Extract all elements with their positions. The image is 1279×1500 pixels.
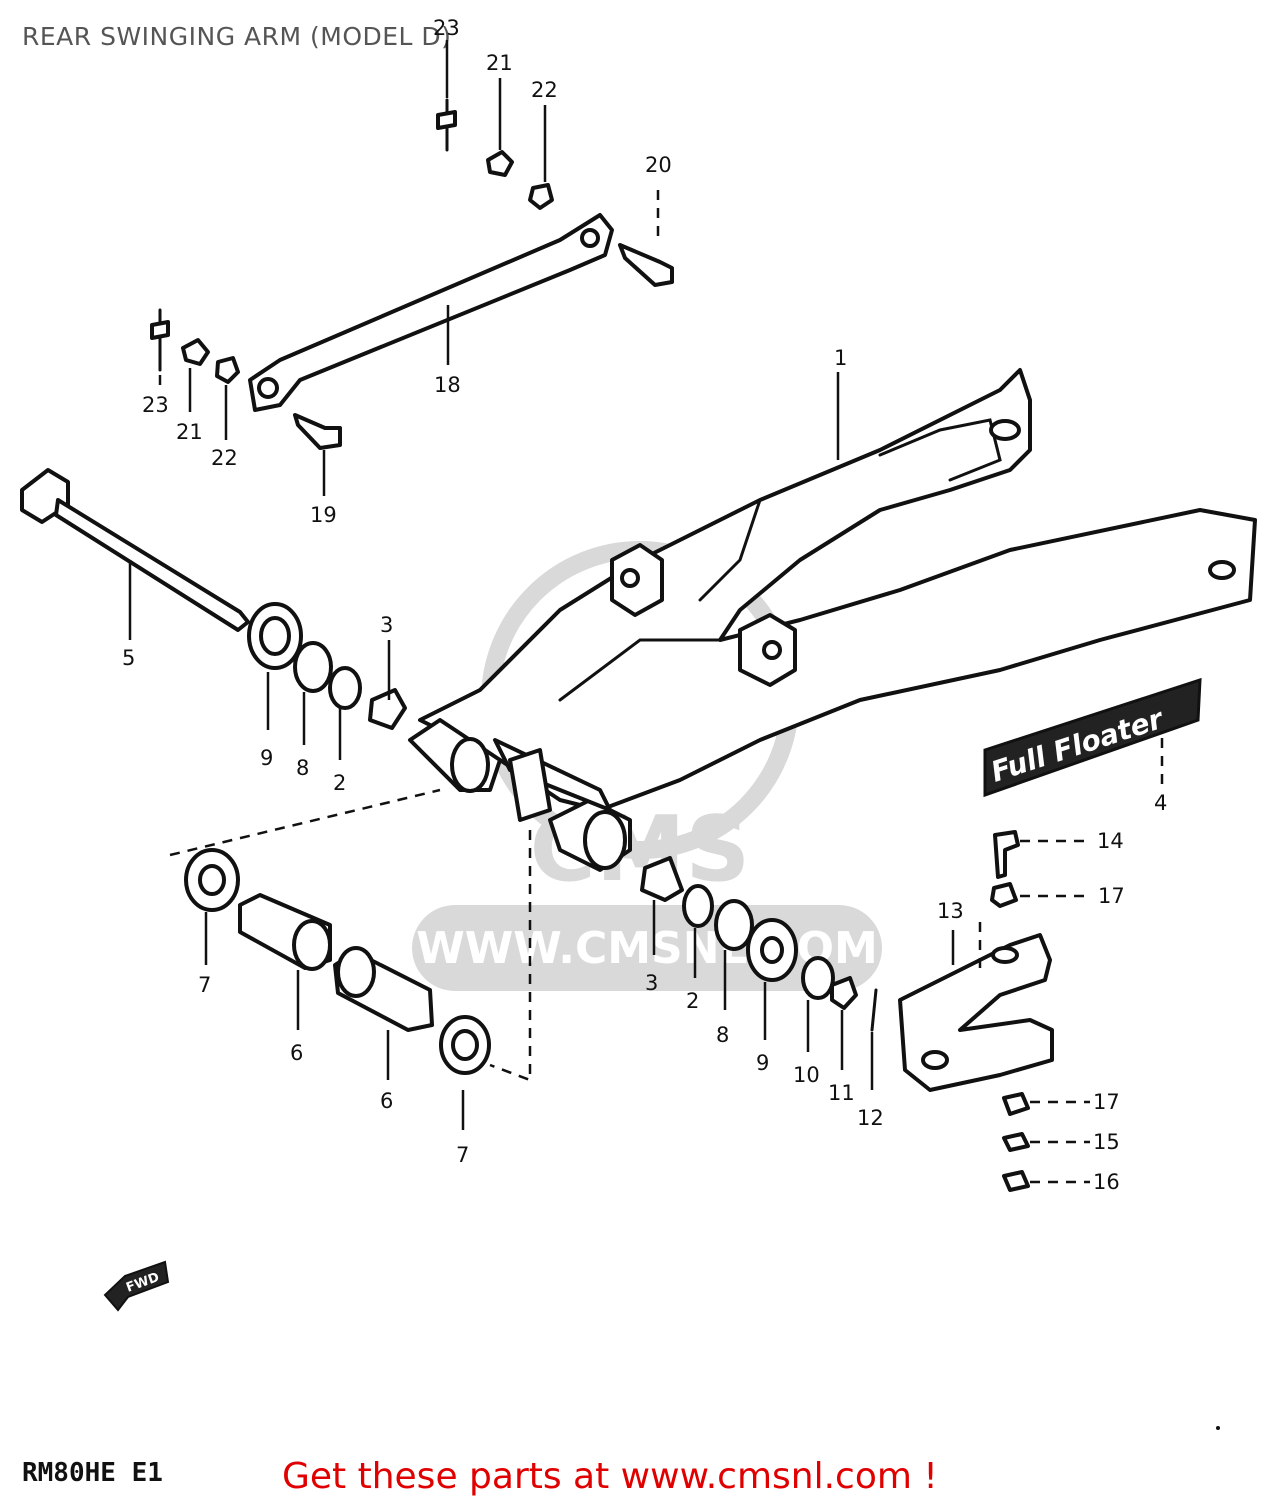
callout-8: 8	[296, 756, 309, 780]
callout-14: 14	[1097, 829, 1124, 853]
callout-21: 21	[486, 51, 513, 75]
callout-10: 10	[793, 1063, 820, 1087]
leader-lines	[128, 40, 955, 1130]
callout-23: 23	[433, 16, 460, 40]
chain-guide	[898, 933, 1054, 1092]
callout-3: 3	[645, 971, 658, 995]
callout-2: 2	[333, 771, 346, 795]
callout-7: 7	[198, 973, 211, 997]
callout-4: 4	[1154, 791, 1167, 815]
callout-7: 7	[456, 1143, 469, 1167]
callout-11: 11	[828, 1081, 855, 1105]
pivot-shaft	[20, 468, 250, 632]
callout-21: 21	[176, 420, 203, 444]
callout-20: 20	[645, 153, 672, 177]
nuts-washers	[181, 150, 1030, 1192]
callout-9: 9	[260, 746, 273, 770]
callout-1: 1	[834, 346, 847, 370]
callout-3: 3	[380, 613, 393, 637]
callout-17: 17	[1098, 884, 1125, 908]
callout-12: 12	[857, 1106, 884, 1130]
callout-6: 6	[380, 1089, 393, 1113]
callout-18: 18	[434, 373, 461, 397]
diagram-title: REAR SWINGING ARM (MODEL D)	[22, 22, 452, 51]
diagram-code: RM80HE E1	[22, 1458, 163, 1488]
buy-parts-link[interactable]: Get these parts at www.cmsnl.com !	[282, 1456, 938, 1497]
full-floater-decal: Full Floater	[983, 677, 1202, 798]
pivot-components	[184, 602, 878, 1075]
callout-13: 13	[937, 899, 964, 923]
callout-22: 22	[531, 78, 558, 102]
torque-rod	[248, 213, 614, 412]
callout-5: 5	[122, 646, 135, 670]
alignment-lines	[169, 190, 1164, 1184]
callout-6: 6	[290, 1041, 303, 1065]
callout-16: 16	[1093, 1170, 1120, 1194]
swing-arm	[408, 368, 1257, 872]
callout-9: 9	[756, 1051, 769, 1075]
bolts	[150, 98, 1020, 879]
callout-8: 8	[716, 1023, 729, 1047]
watermark-text: WWW.CMSNL.COM	[416, 923, 878, 974]
fwd-arrow: FWD	[103, 1260, 170, 1312]
callout-2: 2	[686, 989, 699, 1013]
callout-labels: 1 2 2 3 3 4 5 6 6 7 7 8 8 9 9 10 11 12 1…	[122, 16, 1167, 1194]
callout-15: 15	[1093, 1130, 1120, 1154]
callout-17: 17	[1093, 1090, 1120, 1114]
callout-23: 23	[142, 393, 169, 417]
speck	[1216, 1426, 1220, 1430]
callout-22: 22	[211, 446, 238, 470]
callout-19: 19	[310, 503, 337, 527]
